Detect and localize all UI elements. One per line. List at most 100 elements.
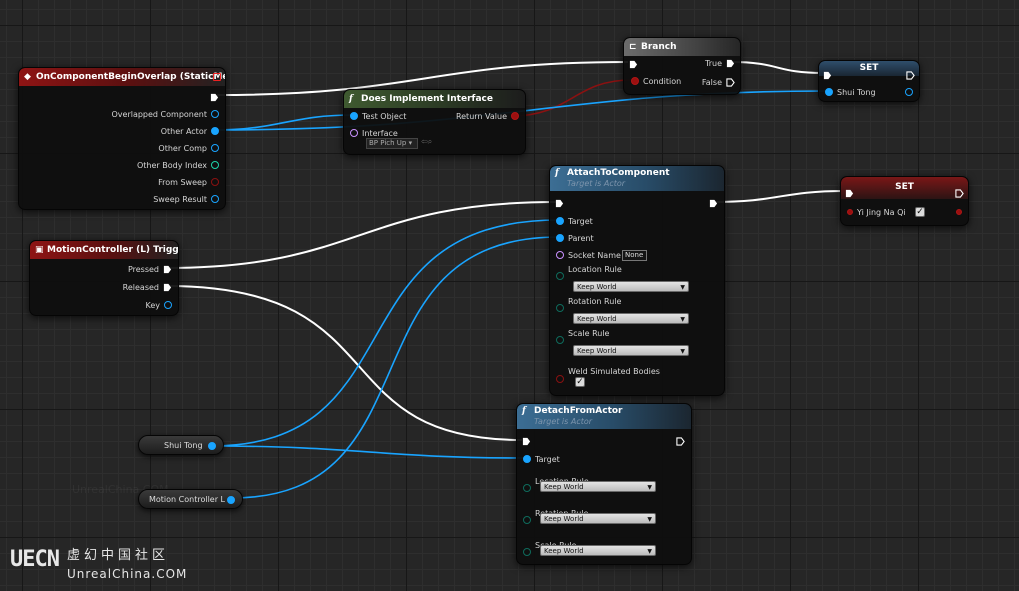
pin-exec-in[interactable] [522,435,531,447]
pin-return-value[interactable]: Return Value [452,110,519,122]
pin-weld-simulated-bodies[interactable]: Weld Simulated Bodies [556,367,664,385]
browse-arrow-icon[interactable]: ⇦⌕ [421,137,433,146]
class-pin-icon [350,129,358,137]
enum-pin-icon [523,516,531,524]
node-header: f AttachToComponent Target is Actor [550,166,724,191]
pin-socket-name[interactable]: Socket Name [556,249,625,261]
object-pin-icon[interactable] [208,442,216,450]
exec-pin-hollow-icon [726,77,735,87]
yi-jing-na-qi-checkbox[interactable]: ✓ [915,207,925,217]
object-pin-icon [350,112,358,120]
exec-pin-icon [210,93,219,101]
node-header: ⊏ Branch [624,38,740,56]
pin-exec-in[interactable] [845,187,854,199]
pin-other-body-index[interactable]: Other Body Index [133,159,219,171]
gamepad-icon: ▣ [35,245,44,255]
node-branch[interactable]: ⊏ Branch Condition True False [623,37,741,95]
node-does-implement-interface[interactable]: f Does Implement Interface Test Object I… [343,89,526,155]
watermark-chinese: 虚幻中国社区 [66,548,169,563]
pin-interface[interactable]: Interface [350,127,402,139]
pin-location-rule[interactable]: Location Rule [556,265,626,282]
exec-pin-icon [823,71,832,79]
pin-exec-in[interactable] [823,69,832,81]
node-title: SET [859,63,879,73]
getter-motion-controller-l[interactable]: Motion Controller L [138,489,243,509]
weld-checkbox[interactable]: ✓ [575,377,585,387]
pin-yi-jing-na-qi-out[interactable] [956,206,962,218]
pin-overlapped-component[interactable]: Overlapped Component [107,108,219,120]
getter-shui-tong[interactable]: Shui Tong [138,435,224,455]
enum-pin-icon [556,336,564,344]
wire-bool-return-condition [511,79,632,117]
pin-exec-out[interactable] [676,435,685,447]
pin-exec-out[interactable] [906,69,915,81]
node-title: MotionController (L) Trigger [47,245,179,255]
pin-pressed[interactable]: Pressed [124,263,172,275]
pin-other-comp[interactable]: Other Comp [154,142,219,154]
watermark-english: UnrealChina.COM [66,567,188,581]
scale-rule-dropdown[interactable]: Keep World▼ [540,545,656,556]
pin-shui-tong-out[interactable] [905,86,913,98]
node-motion-controller-trigger[interactable]: ▣ MotionController (L) Trigger Pressed R… [29,240,179,316]
pin-from-sweep[interactable]: From Sweep [154,176,219,188]
pin-parent[interactable]: Parent [556,232,598,244]
pin-target[interactable]: Target [523,453,564,465]
bool-pin-icon [556,375,564,383]
pin-scale-rule[interactable]: Scale Rule [556,329,613,346]
function-icon: f [555,168,559,178]
pin-condition[interactable]: Condition [631,75,685,87]
node-set-shui-tong[interactable]: SET Shui Tong [818,60,920,102]
bool-pin-icon [847,209,853,215]
pin-rotation-rule[interactable]: Rotation Rule [556,297,625,314]
node-set-yi-jing-na-qi[interactable]: SET Yi Jing Na Qi ✓ [840,176,969,226]
wire-exec-released-detach [166,285,523,441]
node-header: ◆ OnComponentBeginOverlap (StaticMeshL) [19,68,225,86]
pin-target[interactable]: Target [556,215,597,227]
pin-exec-in[interactable] [555,197,564,209]
location-rule-dropdown[interactable]: Keep World▼ [540,481,656,492]
pin-other-actor[interactable]: Other Actor [157,125,219,137]
pin-shui-tong-in[interactable]: Shui Tong [825,86,880,98]
pin-released[interactable]: Released [119,281,172,293]
scale-rule-dropdown[interactable]: Keep World▼ [573,345,689,356]
bool-pin-icon [956,209,962,215]
name-pin-icon [556,251,564,259]
exec-pin-icon [522,437,531,445]
pin-key[interactable]: Key [141,299,172,311]
delegate-square-icon [213,73,221,81]
exec-pin-hollow-icon [676,436,685,446]
rotation-rule-dropdown[interactable]: Keep World▼ [540,513,656,524]
node-header: f DetachFromActor Target is Actor [517,404,691,429]
wire-obj-motion-parent [231,236,560,499]
struct-pin-icon [164,301,172,309]
enum-pin-icon [556,272,564,280]
pin-exec-in[interactable] [629,58,638,70]
location-rule-dropdown[interactable]: Keep World▼ [573,281,689,292]
exec-pin-icon [629,60,638,68]
enum-pin-icon [556,304,564,312]
pin-yi-jing-na-qi-in[interactable]: Yi Jing Na Qi [847,206,910,218]
rotation-rule-dropdown[interactable]: Keep World▼ [573,313,689,324]
pin-exec-out[interactable] [709,197,718,209]
socket-name-input[interactable]: None [622,250,647,261]
node-detach-from-actor[interactable]: f DetachFromActor Target is Actor Target… [516,403,692,565]
node-header: ▣ MotionController (L) Trigger [30,241,178,259]
struct-pin-icon [211,195,219,203]
interface-select[interactable]: BP Pich Up ▾ [366,138,418,149]
node-on-component-begin-overlap[interactable]: ◆ OnComponentBeginOverlap (StaticMeshL) … [18,67,226,210]
pin-exec-out[interactable] [210,91,219,103]
pin-test-object[interactable]: Test Object [350,110,410,122]
exec-pin-hollow-icon [955,188,964,198]
function-icon: f [522,406,526,416]
enum-pin-icon [523,484,531,492]
node-attach-to-component[interactable]: f AttachToComponent Target is Actor Targ… [549,165,725,396]
pin-true[interactable]: True [701,57,735,69]
pin-sweep-result[interactable]: Sweep Result [149,193,219,205]
object-pin-icon[interactable] [227,496,235,504]
pin-exec-out[interactable] [955,187,964,199]
pin-false[interactable]: False [698,76,735,88]
exec-pin-icon [163,265,172,273]
node-title: Branch [641,42,677,52]
